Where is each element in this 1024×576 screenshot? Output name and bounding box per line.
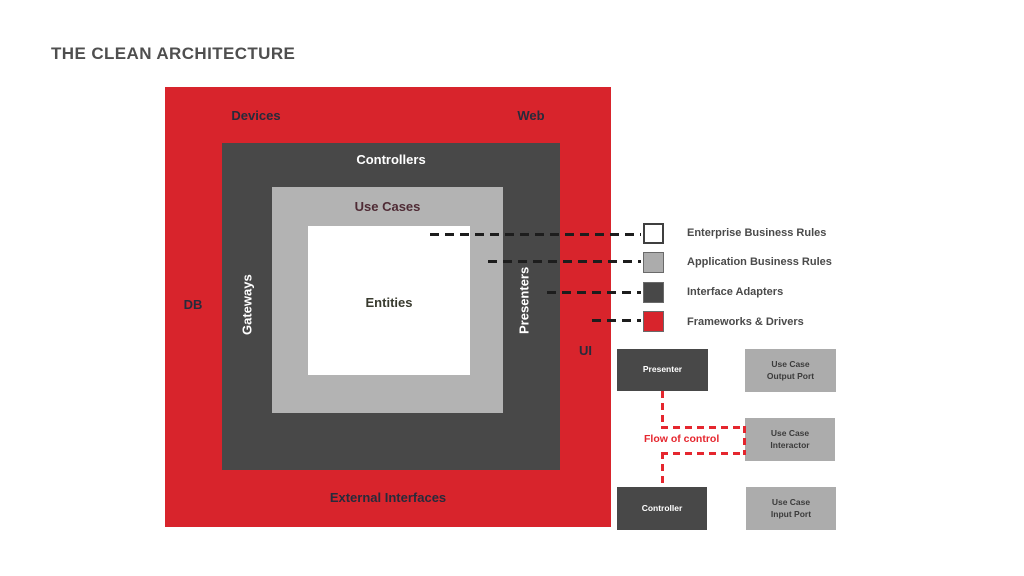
legend-label-enterprise: Enterprise Business Rules [687, 227, 827, 239]
legend-label-adapters: Interface Adapters [687, 286, 784, 298]
label-controllers: Controllers [356, 152, 426, 167]
flow-path-segment-down-to-controller [661, 452, 664, 488]
label-ui: UI [579, 343, 592, 358]
ring-enterprise-rules [308, 226, 470, 375]
legend-swatch-enterprise [643, 223, 664, 244]
label-devices: Devices [231, 108, 281, 123]
flow-path-segment-interactor-edge [743, 426, 746, 455]
flow-box-controller: Controller [617, 487, 707, 530]
label-gateways: Gateways [239, 274, 255, 336]
connector-application-dashed-line [488, 260, 641, 263]
flow-path-segment-left-from-interactor [661, 452, 746, 455]
flow-path-segment-presenter-down [661, 391, 664, 428]
flow-box-use-case-output-port: Use Case Output Port [745, 349, 836, 392]
connector-enterprise-dashed-line [430, 233, 641, 236]
page-title: THE CLEAN ARCHITECTURE [51, 44, 296, 63]
legend-swatch-adapters [643, 282, 664, 303]
legend-label-frameworks: Frameworks & Drivers [687, 316, 804, 328]
connector-adapters-dashed-line [547, 291, 641, 294]
label-entities: Entities [365, 295, 413, 310]
label-db: DB [183, 297, 203, 312]
flow-box-use-case-input-port: Use Case Input Port [746, 487, 836, 530]
label-external-interfaces: External Interfaces [329, 490, 447, 505]
flow-box-presenter: Presenter [617, 349, 708, 391]
flow-of-control-label: Flow of control [644, 433, 720, 445]
label-web: Web [517, 108, 545, 123]
flow-box-use-case-interactor: Use Case Interactor [745, 418, 835, 461]
connector-frameworks-dashed-line [592, 319, 641, 322]
legend-swatch-application [643, 252, 664, 273]
legend-swatch-frameworks [643, 311, 664, 332]
legend-label-application: Application Business Rules [687, 256, 832, 268]
label-use-cases: Use Cases [354, 199, 421, 214]
flow-path-segment-right-to-interactor [661, 426, 746, 429]
